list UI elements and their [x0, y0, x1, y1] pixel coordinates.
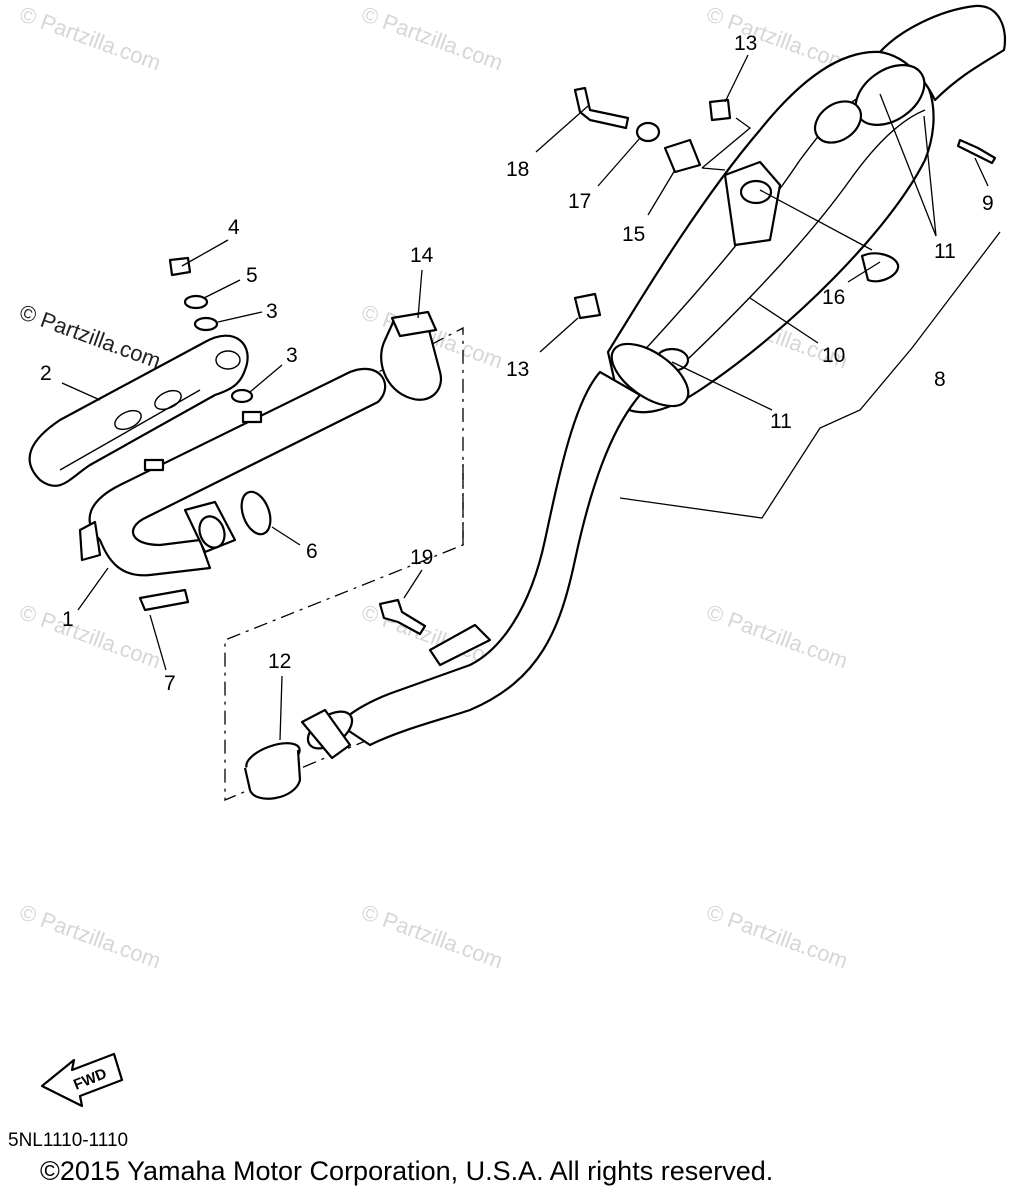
cap-16: [860, 252, 900, 283]
watermark-text: © Partzilla.com: [703, 599, 851, 673]
clamp: [380, 310, 443, 401]
callout-14: 14: [410, 244, 434, 267]
watermark-text: © Partzilla.com: [16, 599, 164, 673]
callout-11: 11: [770, 410, 792, 433]
callout-9: 9: [982, 192, 994, 215]
callout-16: 16: [822, 286, 845, 309]
callout-4: 4: [228, 216, 240, 239]
nut-13a: [708, 98, 732, 122]
callout-19: 19: [410, 546, 433, 569]
callout-1: 1: [62, 608, 74, 631]
callout-15: 15: [622, 223, 645, 246]
exhaust-parts-diagram: © Partzilla.com © Partzilla.com © Partzi…: [16, 1, 1006, 1108]
nut-5: [183, 294, 209, 310]
callout-18: 18: [506, 158, 529, 181]
callout-labels: 1 2 3 3 4 5 6 7 8 9 10 11 11 12 13 13 14…: [40, 32, 994, 695]
watermark-text: © Partzilla.com: [703, 1, 851, 75]
washer-17: [635, 121, 661, 143]
exhaust-pipe: [78, 367, 387, 577]
callout-11: 11: [934, 240, 956, 263]
washer-3b: [230, 388, 254, 404]
watermark-text: © Partzilla.com: [16, 299, 164, 373]
collar-15: [663, 138, 702, 174]
bolt-4: [168, 256, 192, 277]
watermark-text: © Partzilla.com: [358, 1, 506, 75]
washer-3a: [193, 316, 219, 332]
bolt-19: [378, 598, 427, 636]
callout-12: 12: [268, 650, 291, 673]
watermark-text: © Partzilla.com: [703, 899, 851, 973]
callout-13: 13: [506, 358, 529, 381]
callout-13: 13: [734, 32, 757, 55]
diagram-code: 5NL1110-1110: [8, 1130, 129, 1151]
callout-8: 8: [934, 368, 946, 391]
callout-5: 5: [246, 264, 258, 287]
bolt-18: [573, 86, 630, 130]
fwd-arrow-icon: FWD: [40, 1052, 124, 1108]
copyright-notice: ©2015 Yamaha Motor Corporation, U.S.A. A…: [40, 1156, 774, 1186]
fasteners: [138, 86, 997, 636]
nut-13b: [573, 292, 602, 320]
gasket: [243, 742, 302, 800]
watermark-text: © Partzilla.com: [16, 899, 164, 973]
leader-lines: [61, 54, 1001, 741]
watermark-text: © Partzilla.com: [358, 899, 506, 973]
callout-10: 10: [822, 344, 845, 367]
bolt-7: [138, 588, 190, 612]
callout-6: 6: [306, 540, 318, 563]
callout-3: 3: [286, 344, 298, 367]
callout-17: 17: [568, 190, 591, 213]
mid-pipe: [300, 370, 642, 760]
callout-3: 3: [266, 300, 278, 323]
rivet-9: [956, 138, 997, 165]
watermark-text: © Partzilla.com: [16, 1, 164, 75]
callout-2: 2: [40, 362, 52, 385]
muffler: [606, 4, 1006, 414]
callout-7: 7: [164, 672, 176, 695]
heat-protector: [28, 334, 249, 487]
